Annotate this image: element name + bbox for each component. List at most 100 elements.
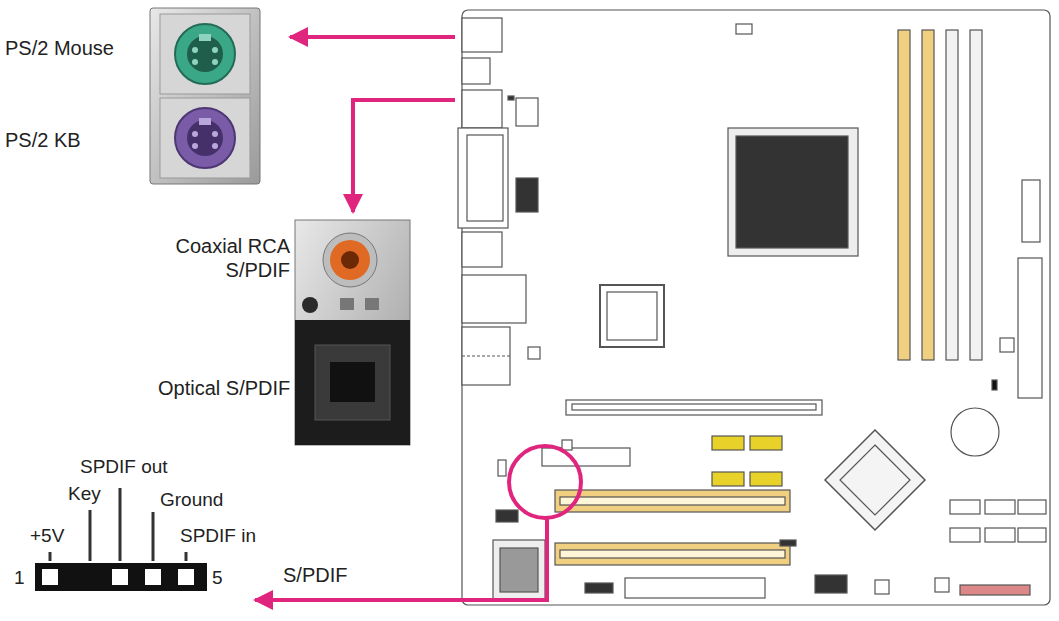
ps2-connector — [212, 131, 218, 137]
board — [528, 347, 540, 359]
label: PS/2 Mouse — [5, 36, 114, 60]
label: 5 — [212, 566, 223, 590]
ps2-connector — [160, 98, 250, 178]
board — [542, 448, 630, 466]
board — [712, 472, 744, 486]
board — [462, 18, 502, 52]
pin-header — [178, 569, 194, 585]
board — [555, 490, 790, 512]
spdif-connector — [302, 297, 318, 313]
board — [950, 500, 980, 514]
board — [462, 90, 502, 128]
label: Coaxial RCA S/PDIF — [150, 234, 290, 282]
board — [898, 30, 910, 360]
callout-arrow — [255, 518, 547, 600]
board — [1000, 338, 1014, 352]
board — [462, 232, 502, 267]
board — [555, 543, 790, 565]
spdif-connector — [295, 220, 410, 445]
board — [516, 178, 538, 212]
board — [1018, 528, 1046, 542]
board — [566, 400, 822, 415]
label: Key — [68, 482, 101, 506]
board — [1018, 258, 1042, 398]
board — [625, 578, 765, 598]
board — [500, 548, 538, 592]
ps2-connector — [192, 131, 198, 137]
board — [496, 510, 518, 522]
board — [951, 408, 999, 456]
board — [572, 404, 816, 410]
spdif-connector — [365, 298, 379, 310]
label: SPDIF out — [80, 455, 168, 479]
board — [467, 135, 503, 221]
spdif-connector — [330, 362, 375, 402]
board — [493, 540, 545, 600]
spdif-connector — [295, 320, 410, 445]
board — [1022, 180, 1040, 242]
board — [458, 128, 508, 228]
ps2-connector — [192, 59, 198, 65]
pin-header — [42, 569, 58, 585]
ps2-connector — [150, 8, 260, 184]
board — [462, 355, 510, 356]
board — [950, 528, 980, 542]
ps2-connector — [192, 47, 198, 53]
board — [607, 292, 657, 340]
board — [516, 98, 538, 126]
ps2-connector — [212, 47, 218, 53]
spdif-connector — [340, 298, 354, 310]
ps2-connector — [150, 8, 260, 184]
board — [840, 445, 910, 515]
board — [985, 500, 1015, 514]
board — [992, 380, 997, 390]
pin-leader — [89, 510, 92, 561]
ps2-connector — [199, 34, 211, 41]
ps2-connector — [212, 59, 218, 65]
pin-header — [35, 563, 207, 591]
board — [935, 578, 949, 592]
label: 1 — [14, 566, 25, 590]
board — [728, 128, 858, 256]
spdif-connector — [295, 220, 410, 445]
callout-arrow — [290, 35, 455, 39]
callout-arrow — [353, 100, 455, 212]
pin-header — [35, 563, 207, 591]
callout-arrow — [509, 446, 581, 518]
board — [600, 285, 664, 347]
board — [960, 585, 1030, 595]
board — [462, 327, 510, 385]
board — [498, 460, 506, 476]
board — [922, 30, 934, 360]
ps2-connector — [212, 143, 218, 149]
label: SPDIF in — [180, 524, 256, 548]
board — [780, 540, 796, 546]
board — [560, 497, 785, 505]
label: S/PDIF — [283, 563, 347, 587]
board — [585, 583, 613, 593]
pin-leader — [49, 552, 52, 561]
board — [712, 436, 744, 450]
label: Optical S/PDIF — [158, 376, 290, 400]
board — [458, 10, 1050, 605]
pin-leader — [185, 552, 188, 561]
ps2-connector — [199, 118, 211, 125]
ps2-connector — [192, 143, 198, 149]
spdif-connector — [315, 345, 390, 420]
board — [462, 275, 526, 323]
board — [560, 550, 785, 558]
board — [508, 96, 514, 100]
board — [562, 440, 572, 450]
ps2-connector — [187, 120, 223, 156]
board — [875, 580, 889, 594]
ps2-connector — [175, 108, 235, 168]
pin-leader — [119, 488, 122, 561]
board — [750, 472, 782, 486]
board — [985, 528, 1015, 542]
ps2-connector — [187, 36, 223, 72]
spdif-connector — [330, 240, 370, 280]
callout-arrow — [255, 37, 581, 600]
board — [815, 575, 847, 593]
